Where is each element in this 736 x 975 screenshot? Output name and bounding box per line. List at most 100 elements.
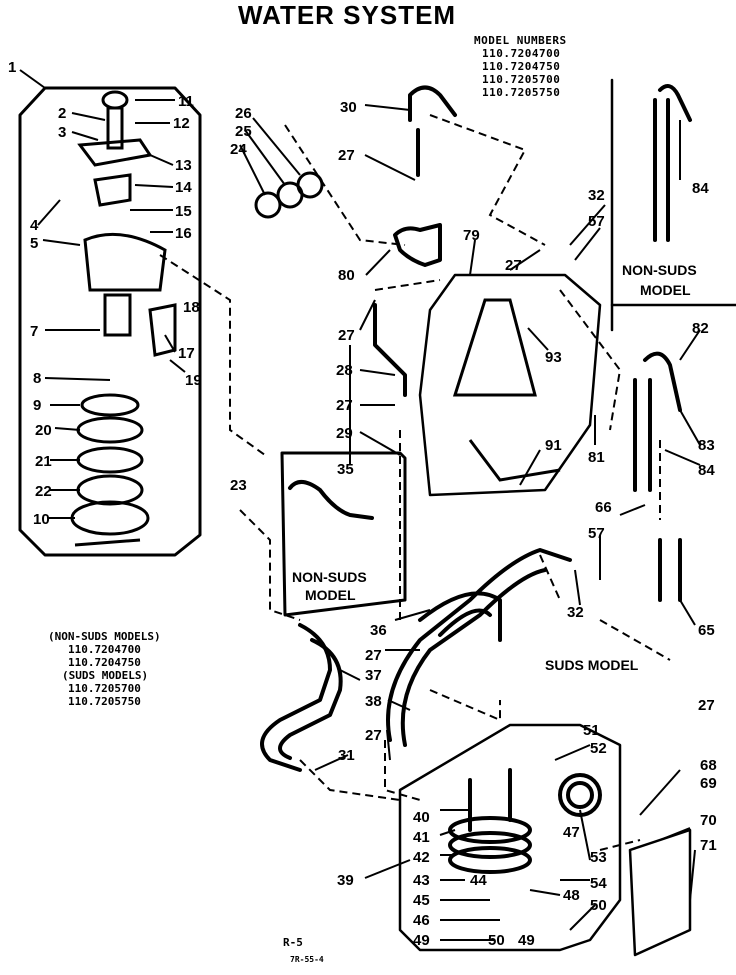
part-54-label: 54 — [590, 875, 607, 892]
model-numbers-block: MODEL NUMBERS 110.7204700 110.7204750 11… — [472, 34, 567, 99]
part-79-label: 79 — [463, 227, 480, 244]
model-number: 110.7204750 — [482, 60, 561, 73]
part-50-label: 50 — [488, 932, 505, 949]
part-27-label: 27 — [336, 397, 353, 414]
part-27-label: 27 — [338, 327, 355, 344]
part-2-label: 2 — [58, 105, 66, 122]
part-57-label: 57 — [588, 525, 605, 542]
suds-model-label: SUDS MODEL — [545, 657, 639, 673]
non-suds-label: MODEL — [640, 282, 691, 298]
part-14-label: 14 — [175, 179, 192, 196]
part-65-label: 65 — [698, 622, 715, 639]
part-27-label: 27 — [338, 147, 355, 164]
part-42-label: 42 — [413, 849, 430, 866]
part-82-label: 82 — [692, 320, 709, 337]
part-39-label: 39 — [337, 872, 354, 889]
part-40-label: 40 — [413, 809, 430, 826]
part-69-label: 69 — [700, 775, 717, 792]
non-suds-label: NON-SUDS — [622, 262, 697, 278]
part-47-label: 47 — [563, 824, 580, 841]
part-1-label: 1 — [8, 59, 16, 76]
model-numbers-heading: MODEL NUMBERS — [474, 34, 567, 47]
model-number: 110.7205700 — [68, 682, 141, 695]
suds-models-heading: (SUDS MODELS) — [62, 669, 149, 682]
part-93-label: 93 — [545, 349, 562, 366]
part-27-label: 27 — [505, 257, 522, 274]
part-26-label: 26 — [235, 105, 252, 122]
part-27-label: 27 — [365, 647, 382, 664]
part-36-label: 36 — [370, 622, 387, 639]
part-23-label: 23 — [230, 477, 247, 494]
model-legend: (NON-SUDS MODELS) 110.7204700 110.720475… — [48, 630, 161, 708]
part-7-label: 7 — [30, 323, 38, 340]
drawing-code: 7R-55-4 — [290, 955, 324, 964]
part-37-label: 37 — [365, 667, 382, 684]
part-41-label: 41 — [413, 829, 430, 846]
valve-assembly-outline — [18, 86, 202, 557]
part-46-label: 46 — [413, 912, 430, 929]
part-24-label: 24 — [230, 141, 247, 158]
part-83-label: 83 — [698, 437, 715, 454]
part-35-label: 35 — [337, 461, 354, 478]
model-number: 110.7205700 — [482, 73, 561, 86]
non-suds-label: NON-SUDS — [292, 569, 367, 585]
part-9-label: 9 — [33, 397, 41, 414]
dispenser-outline — [418, 273, 602, 497]
part-80-label: 80 — [338, 267, 355, 284]
part-17-label: 17 — [178, 345, 195, 362]
model-number: 110.7204700 — [68, 643, 141, 656]
non-suds-box-outline — [280, 451, 407, 617]
part-84-label: 84 — [698, 462, 715, 479]
part-28-label: 28 — [336, 362, 353, 379]
part-49-label: 49 — [518, 932, 535, 949]
model-number: 110.7204750 — [68, 656, 141, 669]
part-21-label: 21 — [35, 453, 52, 470]
part-5-label: 5 — [30, 235, 38, 252]
part-10-label: 10 — [33, 511, 50, 528]
part-51-label: 51 — [583, 722, 600, 739]
part-70-label: 70 — [700, 812, 717, 829]
part-71-label: 71 — [700, 837, 717, 854]
part-81-label: 81 — [588, 449, 605, 466]
part-13-label: 13 — [175, 157, 192, 174]
model-number: 110.7204700 — [482, 47, 561, 60]
part-8-label: 8 — [33, 370, 41, 387]
part-32-label: 32 — [567, 604, 584, 621]
part-18-label: 18 — [183, 299, 200, 316]
pump-box-outline — [398, 723, 622, 952]
non-suds-label: MODEL — [305, 587, 356, 603]
part-12-label: 12 — [173, 115, 190, 132]
part-53-label: 53 — [590, 849, 607, 866]
cap-part — [101, 90, 129, 110]
part-57-label: 57 — [588, 213, 605, 230]
part-31-label: 31 — [338, 747, 355, 764]
part-4-label: 4 — [30, 217, 39, 234]
part-50-label: 50 — [590, 897, 607, 914]
bracket-outline — [628, 828, 692, 957]
part-22-label: 22 — [35, 483, 52, 500]
page-title: WATER SYSTEM — [238, 0, 457, 30]
part-49-label: 49 — [413, 932, 430, 949]
part-27-label: 27 — [698, 697, 715, 714]
part-25-label: 25 — [235, 123, 252, 140]
part-66-label: 66 — [595, 499, 612, 516]
part-48-label: 48 — [563, 887, 580, 904]
part-20-label: 20 — [35, 422, 52, 439]
part-16-label: 16 — [175, 225, 192, 242]
part-52-label: 52 — [590, 740, 607, 757]
part-27-label: 27 — [365, 727, 382, 744]
part-44-label: 44 — [470, 872, 487, 889]
non-suds-models-heading: (NON-SUDS MODELS) — [48, 630, 161, 643]
part-11-label: 11 — [178, 93, 194, 110]
part-91-label: 91 — [545, 437, 562, 454]
model-number: 110.7205750 — [68, 695, 141, 708]
page-code: R-5 — [283, 936, 303, 949]
part-32-label: 32 — [588, 187, 605, 204]
part-29-label: 29 — [336, 425, 353, 442]
part-68-label: 68 — [700, 757, 717, 774]
part-30-label: 30 — [340, 99, 357, 116]
part-45-label: 45 — [413, 892, 430, 909]
part-19-label: 19 — [185, 372, 202, 389]
part-38-label: 38 — [365, 693, 382, 710]
